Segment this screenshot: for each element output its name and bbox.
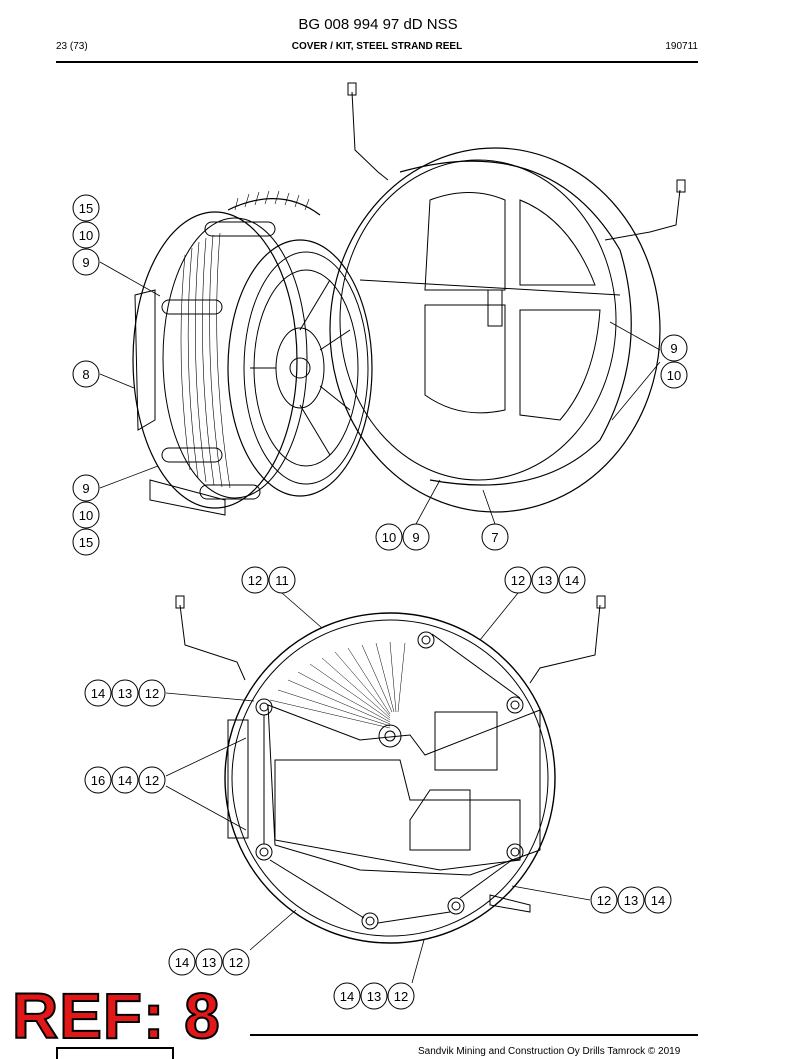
callout-label: 13 xyxy=(538,573,552,588)
page-number: 23 (73) xyxy=(56,41,88,52)
header-row: 23 (73) COVER / KIT, STEEL STRAND REEL 1… xyxy=(56,41,698,55)
callout-label: 13 xyxy=(624,893,638,908)
callout-label: 10 xyxy=(382,530,396,545)
callout-group-lower-right: 12 13 14 xyxy=(590,886,672,914)
callout-group-upper-right: 9 10 xyxy=(660,334,688,389)
callout-label: 11 xyxy=(275,573,289,588)
callout-label: 13 xyxy=(367,989,381,1004)
callout-label: 14 xyxy=(340,989,354,1004)
callout-group-upper-bottom-pair: 10 9 xyxy=(375,523,430,551)
callout-label: 9 xyxy=(670,341,677,356)
callout-group-lower-top-right: 12 13 14 xyxy=(504,566,586,594)
callout-label: 12 xyxy=(597,893,611,908)
callout-label: 14 xyxy=(175,955,189,970)
callout-label: 9 xyxy=(412,530,419,545)
callout-label: 10 xyxy=(79,228,93,243)
callout-label: 14 xyxy=(118,773,132,788)
callout-label: 9 xyxy=(82,481,89,496)
callout-label: 14 xyxy=(651,893,665,908)
footer-copyright: Sandvik Mining and Construction Oy Drill… xyxy=(418,1046,681,1057)
callout-label: 8 xyxy=(82,367,89,382)
callout-label: 14 xyxy=(91,686,105,701)
callout-group-lower-bottom-left: 14 13 12 xyxy=(168,948,250,976)
page-title: COVER / KIT, STEEL STRAND REEL xyxy=(291,41,463,52)
callout-group-lower-top-left: 12 11 xyxy=(241,566,296,594)
callout-label: 13 xyxy=(118,686,132,701)
callout-label: 15 xyxy=(79,535,93,550)
callout-label: 14 xyxy=(565,573,579,588)
callout-label: 9 xyxy=(82,255,89,270)
callout-label: 12 xyxy=(145,686,159,701)
ref-stamp: REF: 8 xyxy=(11,980,221,1052)
callout-label: 13 xyxy=(202,955,216,970)
lower-assembly-illustration xyxy=(175,595,606,944)
upper-leader-lines xyxy=(99,261,661,525)
callout-label: 7 xyxy=(491,530,498,545)
callout-group-upper-left-top: 15 10 9 xyxy=(72,194,100,276)
callout-group-lower-left-b: 16 14 12 xyxy=(84,766,166,794)
document-date: 190711 xyxy=(665,41,698,52)
callout-label: 12 xyxy=(511,573,525,588)
footer-rule xyxy=(250,1034,698,1036)
document-number: BG 008 994 97 dD NSS xyxy=(298,16,458,33)
callout-label: 12 xyxy=(248,573,262,588)
callout-group-upper-left-bottom: 9 10 15 xyxy=(72,474,100,556)
callout-label: 15 xyxy=(79,201,93,216)
callout-group-lower-bottom-mid: 14 13 12 xyxy=(333,982,415,1010)
callout-label: 12 xyxy=(394,989,408,1004)
callout-label: 16 xyxy=(91,773,105,788)
callout-label: 12 xyxy=(145,773,159,788)
callout-group-lower-left-a: 14 13 12 xyxy=(84,679,166,707)
callout-label: 10 xyxy=(79,508,93,523)
callout-label: 10 xyxy=(667,368,681,383)
lower-leader-lines xyxy=(165,592,591,984)
header-rule xyxy=(56,61,698,63)
callout-group-upper-left-mid: 8 xyxy=(72,360,100,388)
callout-group-upper-bottom-single: 7 xyxy=(481,523,509,551)
callout-label: 12 xyxy=(229,955,243,970)
upper-assembly-illustration xyxy=(132,82,686,516)
